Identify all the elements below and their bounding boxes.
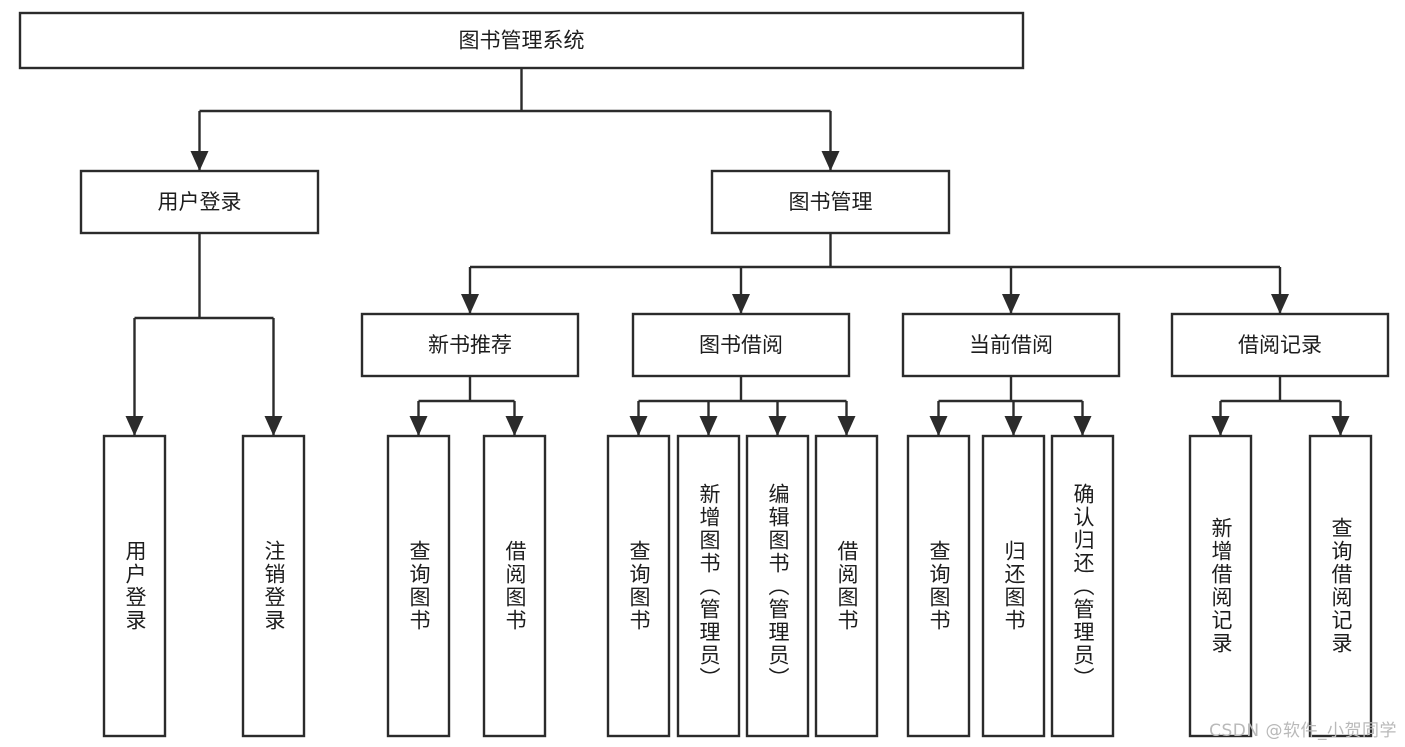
- node-box-leaf-borrow-book-2[interactable]: [814, 434, 879, 738]
- arrow-head-current-borrow: [1002, 294, 1020, 314]
- node-label-borrow-record: 借阅记录: [1238, 333, 1322, 357]
- node-box-leaf-borrow-book-1[interactable]: [482, 434, 547, 738]
- node-box-leaf-query-book-1[interactable]: [386, 434, 451, 738]
- arrow-head-leaf-user-login: [125, 416, 144, 436]
- arrow-head-leaf-return-book: [1004, 416, 1023, 436]
- node-box-leaf-add-book[interactable]: [676, 434, 741, 738]
- node-box-current-borrow[interactable]: [901, 312, 1121, 378]
- arrow-head-leaf-add-book: [699, 416, 718, 436]
- csdn-watermark: CSDN @软件_小贺同学: [1209, 721, 1397, 741]
- arrow-head-book-manage: [821, 151, 840, 171]
- arrow-head-book-borrow: [732, 294, 750, 314]
- connectors-layer: [125, 68, 1350, 436]
- node-box-user-login[interactable]: [79, 169, 320, 235]
- arrow-head-leaf-query-book-2: [629, 416, 648, 436]
- arrow-head-leaf-borrow-book-1: [505, 416, 524, 436]
- arrow-head-leaf-confirm-return: [1073, 416, 1092, 436]
- node-label-book-borrow: 图书借阅: [699, 333, 783, 357]
- arrow-head-leaf-add-record: [1211, 416, 1230, 436]
- node-box-leaf-query-book-2[interactable]: [606, 434, 671, 738]
- node-box-book-borrow[interactable]: [631, 312, 851, 378]
- node-box-leaf-return-book[interactable]: [981, 434, 1046, 738]
- arrow-head-leaf-logout: [264, 416, 283, 436]
- node-label-user-login: 用户登录: [158, 190, 242, 214]
- node-box-leaf-confirm-return[interactable]: [1050, 434, 1115, 738]
- node-box-leaf-add-record[interactable]: [1188, 434, 1253, 738]
- node-label-book-manage: 图书管理: [789, 190, 873, 214]
- node-box-leaf-query-record[interactable]: [1308, 434, 1373, 738]
- node-box-leaf-edit-book[interactable]: [745, 434, 810, 738]
- node-box-leaf-user-login[interactable]: [102, 434, 167, 738]
- node-box-root[interactable]: [18, 11, 1025, 70]
- arrow-head-leaf-edit-book: [768, 416, 787, 436]
- node-label-current-borrow: 当前借阅: [969, 333, 1053, 357]
- arrow-head-borrow-record: [1271, 294, 1289, 314]
- arrow-head-leaf-query-book-1: [409, 416, 428, 436]
- node-boxes-layer: [18, 11, 1390, 738]
- arrow-head-user-login: [190, 151, 209, 171]
- node-box-borrow-record[interactable]: [1170, 312, 1390, 378]
- arrow-head-leaf-query-record: [1331, 416, 1350, 436]
- node-box-leaf-logout[interactable]: [241, 434, 306, 738]
- arrow-head-new-book-rec: [461, 294, 479, 314]
- node-label-root: 图书管理系统: [459, 29, 585, 53]
- arrow-head-leaf-borrow-book-2: [837, 416, 856, 436]
- node-box-leaf-query-book-3[interactable]: [906, 434, 971, 738]
- node-box-new-book-rec[interactable]: [360, 312, 580, 378]
- arrow-head-leaf-query-book-3: [929, 416, 948, 436]
- node-label-new-book-rec: 新书推荐: [428, 333, 512, 357]
- node-box-book-manage[interactable]: [710, 169, 951, 235]
